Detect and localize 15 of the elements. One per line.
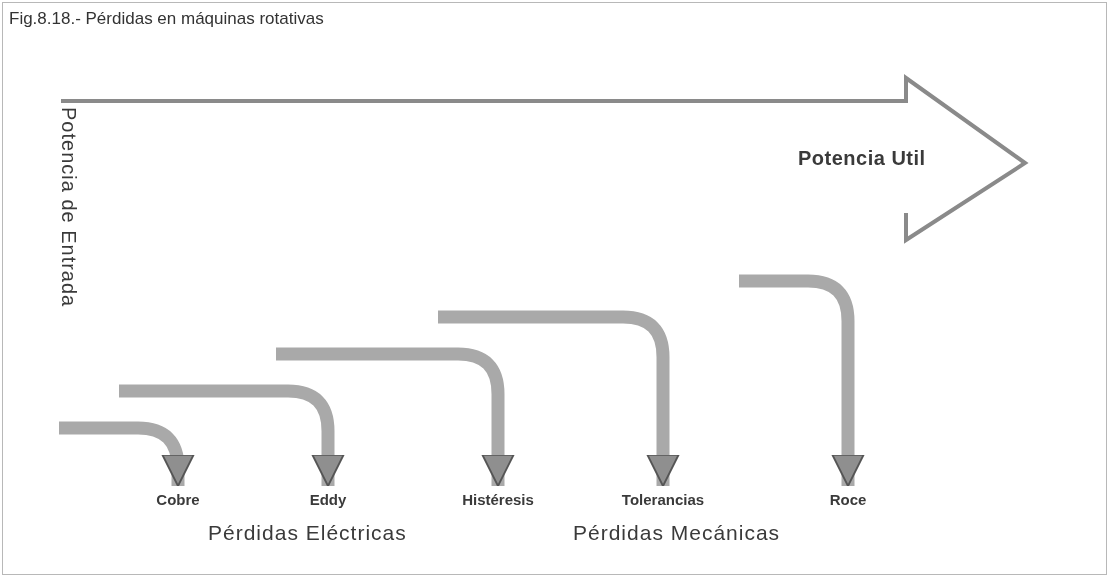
- group-label: Pérdidas Eléctricas: [208, 521, 407, 545]
- output-label: Potencia Util: [798, 147, 926, 170]
- figure-title: Fig.8.18.- Pérdidas en máquinas rotativas: [9, 9, 324, 29]
- loss-arrow: [739, 274, 865, 487]
- loss-arrow: [276, 347, 515, 487]
- loss-label: Roce: [828, 491, 868, 508]
- input-label: Potencia de Entrada: [57, 107, 80, 308]
- loss-label: Cobre: [155, 491, 201, 508]
- loss-arrow: [119, 384, 345, 487]
- loss-arrow: [59, 421, 195, 487]
- group-label: Pérdidas Mecánicas: [573, 521, 781, 545]
- loss-arrow: [438, 310, 680, 487]
- loss-label: Tolerancias: [620, 491, 706, 508]
- loss-label: Eddy: [308, 491, 348, 508]
- loss-label: Histéresis: [461, 491, 535, 508]
